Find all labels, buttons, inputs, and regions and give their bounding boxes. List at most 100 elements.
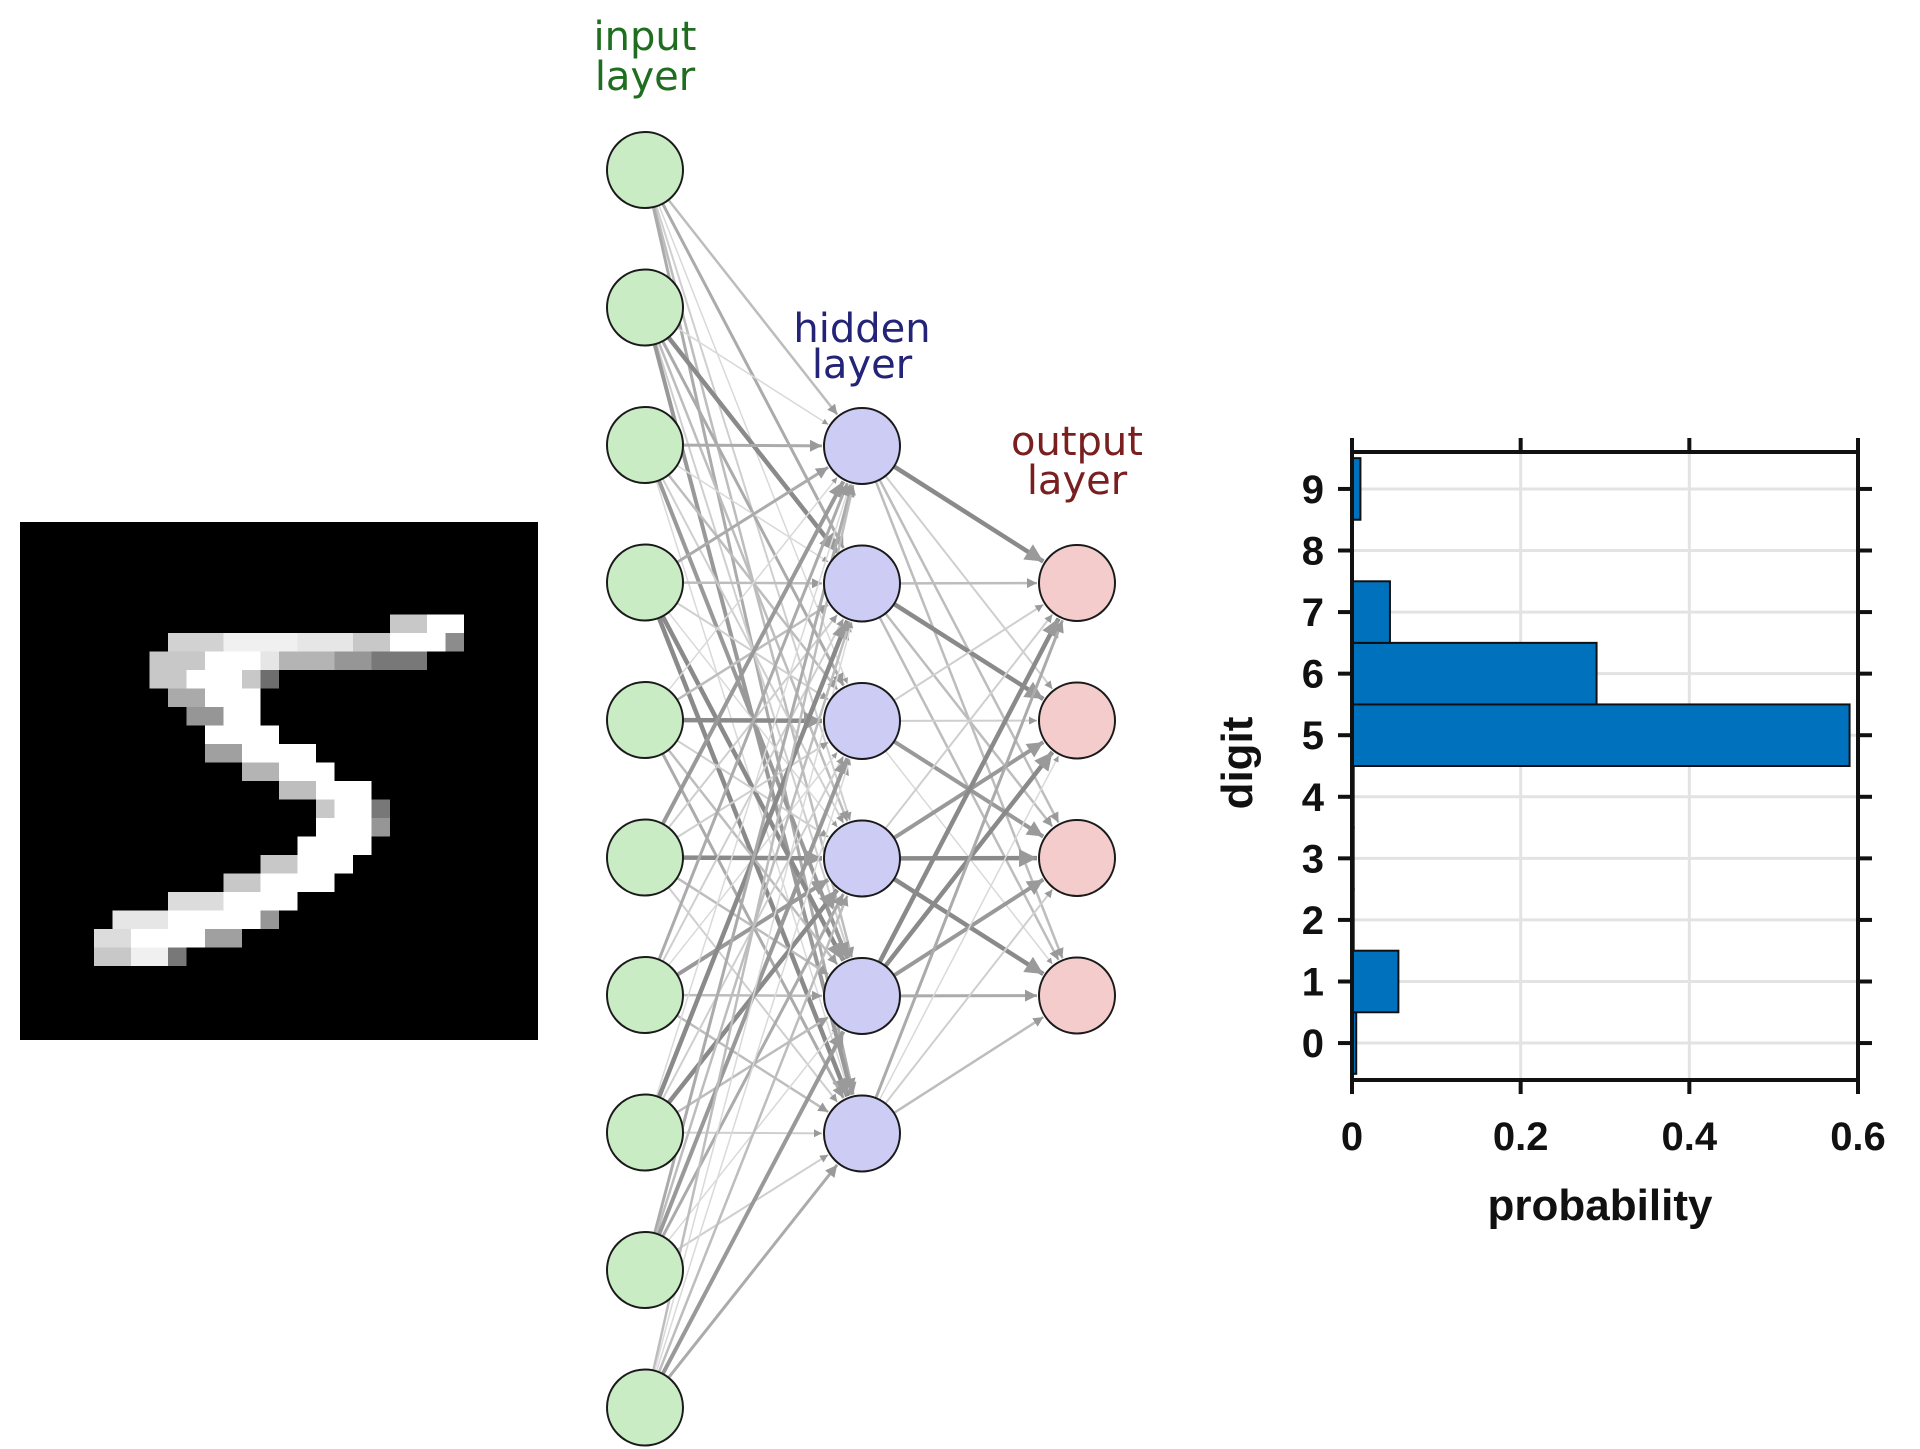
digit-pixel [223,633,298,652]
digit-pixel [168,947,187,966]
y-tick-label: 4 [1302,776,1325,820]
x-tick-label: 0 [1341,1115,1363,1159]
digit-pixel [445,633,464,652]
connection-edge [676,466,829,564]
digit-pixel [242,670,261,689]
digit-pixel [316,799,335,818]
y-axis-label: digit [1213,716,1262,809]
y-tick-label: 3 [1302,837,1324,881]
connection-edge [667,1163,839,1379]
hidden-node [823,957,901,1035]
y-tick-label: 7 [1302,591,1324,635]
input-node [606,131,684,209]
connection-edge [884,888,1054,1105]
connection-edge [660,1030,846,1375]
connection-edge [892,464,1045,564]
connection-edge [652,484,856,1371]
digit-pixel [223,892,298,911]
connection-edge [657,895,849,1373]
digit-pixel [371,818,390,837]
connection-edge [893,603,1044,702]
connection-edge [660,480,846,825]
x-tick-label: 0.2 [1493,1115,1549,1159]
y-tick-label: 5 [1302,714,1324,758]
connection-edge [676,327,829,426]
digit-pixel [131,947,168,966]
connection-edge [653,484,855,1234]
connection-edge [877,617,1061,964]
digit-pixel [112,910,168,929]
network-nodes [606,131,1116,1447]
digit-pixel [205,744,242,763]
input-node [606,681,684,759]
connection-edge [874,619,1064,1099]
digit-pixel [242,744,316,763]
x-tick-label: 0.4 [1662,1115,1718,1159]
digit-pixel [260,670,279,689]
digit-pixel [334,651,372,670]
y-tick-label: 0 [1302,1022,1324,1066]
digit-pixel [371,651,427,670]
digit-pixel [168,892,224,911]
digit-pixel [205,688,261,707]
input-node [606,268,684,347]
connection-edge [682,439,823,452]
output-node [1038,681,1116,760]
connection-edge [682,578,823,589]
hidden-node [823,407,901,485]
digit-pixel [223,707,261,726]
bar-digit-1 [1351,949,1400,1014]
digit-pixel [427,614,464,633]
digit-pixel [149,670,187,689]
digit-pixel [260,855,298,874]
digit-pixel [316,818,372,837]
digit-pixel [242,762,279,781]
digit-pixel [297,633,353,652]
digit-pixel [205,929,242,948]
input-node [606,1368,684,1447]
input-node [606,1093,684,1172]
chart-axes-box [1350,450,1860,1082]
handwritten-digit-five-image [20,522,538,1040]
hidden-layer-label: hidden [793,306,930,352]
digit-pixel [149,651,205,670]
x-axis-label: probability [1488,1181,1713,1230]
digit-pixel [186,707,224,726]
digit-pixel [205,725,279,744]
output-node [1038,956,1116,1035]
digit-pixel [94,947,131,966]
digit-pixel [353,633,390,652]
digit-pixel [131,929,205,948]
digit-pixel-grid [94,614,464,966]
connection-edge [668,476,838,691]
y-tick-label: 9 [1302,468,1324,512]
digit-pixel [260,873,335,892]
input-layer-label-line2: layer [595,54,696,100]
y-tick-label: 2 [1302,899,1324,943]
connection-edge [653,621,854,1371]
x-tick-label: 0.6 [1830,1115,1886,1159]
digit-pixel [297,855,353,874]
chart-frame [1350,450,1860,1082]
input-node [606,956,684,1034]
connection-edge [884,613,1054,830]
digit-pixel [186,670,242,689]
digit-pixel [168,688,205,707]
y-tick-label: 6 [1302,653,1324,697]
digit-pixel [297,836,372,855]
digit-pixel [168,633,224,652]
digit-pixel [371,799,390,818]
connection-edge [893,1016,1045,1115]
input-node [606,818,684,897]
y-tick-label: 8 [1302,530,1324,574]
bar-digit-7 [1351,580,1391,644]
digit-pixel [223,873,261,892]
digit-pixel [260,651,279,670]
output-node [1038,819,1116,897]
digit-pixel [168,910,261,929]
input-node [606,543,684,622]
bar-digit-5 [1351,703,1851,768]
bar-digit-6 [1351,641,1598,706]
